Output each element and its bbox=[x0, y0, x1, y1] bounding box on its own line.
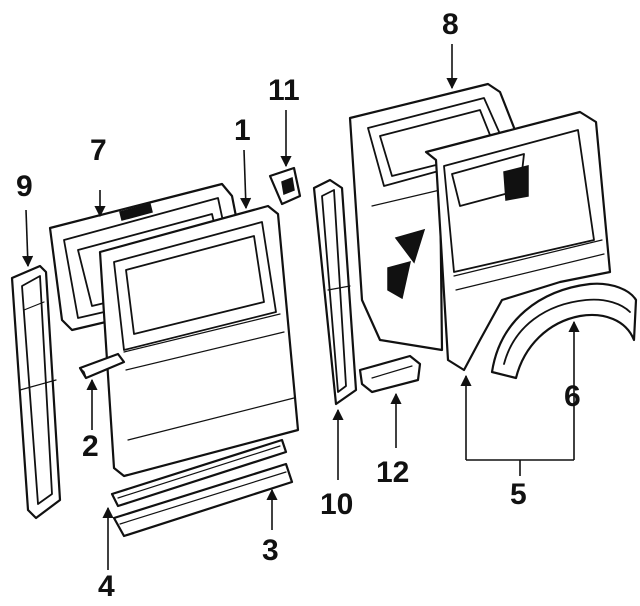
part-2-bracket bbox=[78, 352, 126, 380]
part-9-pillar bbox=[10, 264, 62, 520]
callout-labels: 1 2 3 4 5 6 7 8 9 10 11 12 bbox=[16, 8, 581, 603]
callout-2: 2 bbox=[82, 430, 99, 463]
callout-5: 5 bbox=[510, 478, 527, 511]
callout-4: 4 bbox=[98, 570, 115, 603]
part-5-outer-quarter bbox=[424, 110, 612, 372]
part-3-rocker-panel bbox=[112, 462, 294, 538]
callout-9: 9 bbox=[16, 170, 33, 203]
callout-3: 3 bbox=[262, 534, 279, 567]
callout-8: 8 bbox=[442, 8, 459, 41]
part-10-jamb-pillar bbox=[312, 178, 358, 406]
part-4-upper-rail bbox=[110, 438, 288, 508]
part-6-wheel-arch bbox=[490, 282, 638, 380]
part-11-clip bbox=[268, 166, 302, 206]
callout-6: 6 bbox=[564, 380, 581, 413]
callout-10: 10 bbox=[320, 488, 353, 521]
callout-1: 1 bbox=[234, 114, 251, 147]
callout-12: 12 bbox=[376, 456, 409, 489]
callout-7: 7 bbox=[90, 134, 107, 167]
leader-lines bbox=[22, 44, 580, 570]
callout-11: 11 bbox=[268, 74, 300, 107]
part-1-door-shell bbox=[98, 204, 300, 478]
part-12-bracket bbox=[358, 354, 422, 394]
